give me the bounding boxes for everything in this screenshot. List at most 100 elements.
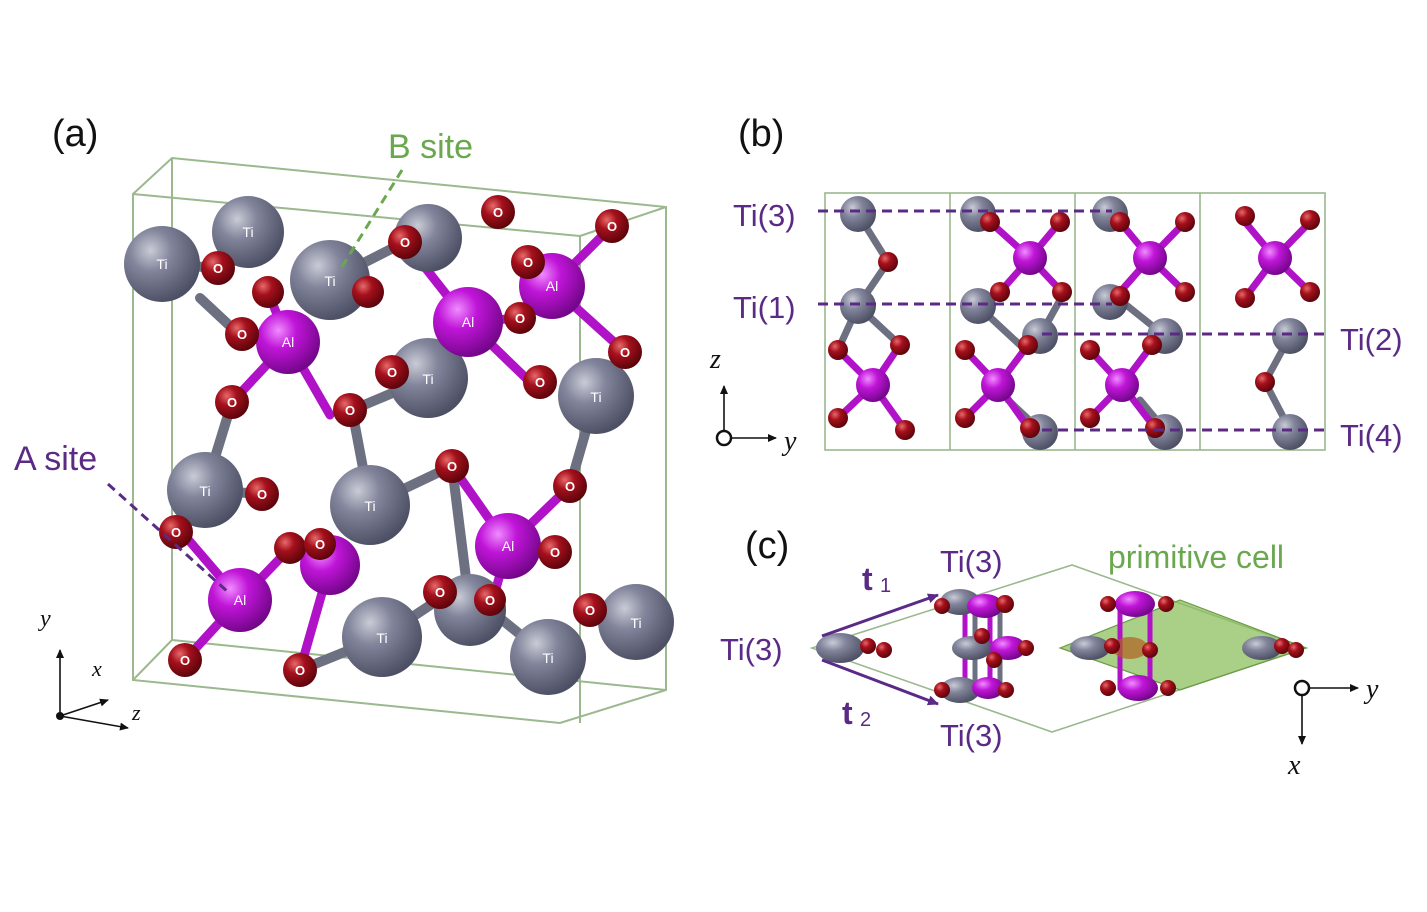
ti2-label-b: Ti(2) (1340, 322, 1403, 357)
svg-text:O: O (493, 205, 503, 220)
t2-vector (821, 658, 939, 706)
o-atom (986, 652, 1002, 668)
o-atom (1255, 372, 1275, 392)
svg-text:Al: Al (462, 314, 474, 330)
o-atom: O (304, 528, 336, 560)
svg-text:Ti: Ti (542, 650, 553, 666)
svg-text:O: O (607, 219, 617, 234)
o-atom (252, 276, 284, 308)
al-atom: Al (256, 310, 320, 374)
ti1-label-b: Ti(1) (733, 290, 796, 325)
svg-text:O: O (257, 487, 267, 502)
o-atom: O (225, 317, 259, 351)
o-atom (1050, 212, 1070, 232)
o-atom (990, 282, 1010, 302)
al-atom: Al (208, 568, 272, 632)
o-atom (1175, 212, 1195, 232)
o-atom (828, 340, 848, 360)
o-atom (1235, 206, 1255, 226)
al-atom (1013, 241, 1047, 275)
o-atom (1160, 680, 1176, 696)
ti3-label-c-left: Ti(3) (720, 632, 783, 667)
ti-atom (960, 288, 996, 324)
svg-text:Al: Al (546, 278, 558, 294)
al-atom (981, 368, 1015, 402)
o-atom: O (511, 245, 545, 279)
svg-text:O: O (345, 403, 355, 418)
ti-atom (940, 677, 980, 703)
o-atom: O (283, 653, 317, 687)
ti-atom: Ti (558, 358, 634, 434)
o-atom (1018, 335, 1038, 355)
svg-text:O: O (620, 345, 630, 360)
o-atom (895, 420, 915, 440)
ti-atom: Ti (342, 597, 422, 677)
o-atom: O (375, 355, 409, 389)
svg-text:Ti: Ti (324, 273, 335, 289)
ti-atom: Ti (167, 452, 243, 528)
o-atoms-a: O O O O O O O O O O O O O O O O O O O O … (159, 195, 642, 687)
svg-text:Ti: Ti (242, 224, 253, 240)
ti-level-markers (818, 209, 1328, 432)
axis-x-label: x (91, 656, 102, 681)
o-atom: O (504, 302, 536, 334)
o-atom (934, 598, 950, 614)
o-atom: O (608, 335, 642, 369)
o-atom: O (388, 225, 422, 259)
al-atoms-a: Al Al Al Al Al (208, 253, 585, 632)
al-atom (1115, 591, 1155, 617)
al-atom (1105, 368, 1139, 402)
ti-atom (1242, 636, 1282, 660)
al-atom (1133, 241, 1167, 275)
primitive-cell-label: primitive cell (1108, 539, 1284, 575)
o-atom: O (245, 477, 279, 511)
o-atom (352, 276, 384, 308)
o-atom: O (553, 469, 587, 503)
o-atom (1104, 638, 1120, 654)
o-atom (1145, 418, 1165, 438)
svg-text:O: O (565, 479, 575, 494)
unit-cell-grid-b (824, 192, 1326, 451)
ti-atom (1112, 637, 1148, 659)
ti-atoms-b (840, 196, 1308, 450)
o-atom (878, 252, 898, 272)
svg-text:Al: Al (234, 592, 246, 608)
axis-x-label-c: x (1287, 750, 1301, 781)
o-atom (1110, 212, 1130, 232)
b-site-label: B site (388, 128, 473, 166)
ti-atom: Ti (388, 338, 468, 418)
t2-label: t (842, 695, 853, 731)
axis-triad-c: y x (1287, 674, 1379, 781)
o-atom: O (159, 515, 193, 549)
bonds-b (834, 210, 1314, 434)
svg-text:O: O (180, 653, 190, 668)
al-atom (1258, 241, 1292, 275)
a-site-label: A site (14, 440, 97, 478)
o-atom (955, 340, 975, 360)
o-atom (1158, 596, 1174, 612)
ti4-label-b: Ti(4) (1340, 418, 1403, 453)
t1-vector (821, 593, 939, 638)
ti-atom (1272, 414, 1308, 450)
o-atom (274, 532, 306, 564)
svg-text:O: O (213, 261, 223, 276)
al-atom (1118, 675, 1158, 701)
o-atom (828, 408, 848, 428)
ti-atom: Ti (598, 584, 674, 660)
svg-text:O: O (237, 327, 247, 342)
ti-atom: Ti (510, 619, 586, 695)
svg-text:Ti: Ti (422, 371, 433, 387)
al-atoms-b (856, 241, 1292, 402)
o-atom (1300, 210, 1320, 230)
o-atom (1080, 340, 1100, 360)
ti-atom: Ti (290, 240, 370, 320)
ti-atom (840, 288, 876, 324)
o-atom: O (573, 593, 607, 627)
t2-subscript: 2 (860, 709, 871, 731)
ti-atom: Ti (330, 465, 410, 545)
o-atom (1110, 286, 1130, 306)
o-atom (1175, 282, 1195, 302)
svg-text:O: O (315, 537, 325, 552)
svg-text:Ti: Ti (376, 630, 387, 646)
